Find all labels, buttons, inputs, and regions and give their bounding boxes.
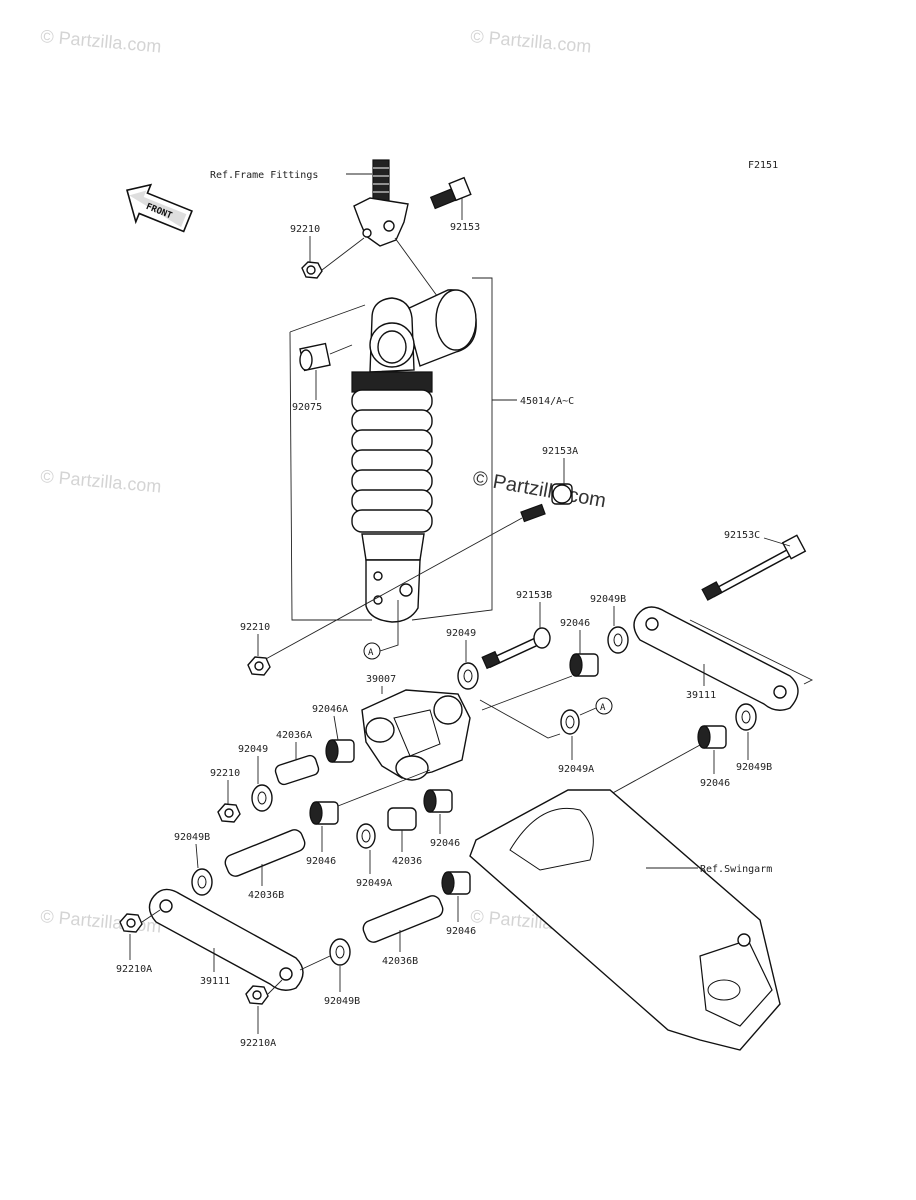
label-92210A-left: 92210A xyxy=(116,964,152,975)
collar-92075 xyxy=(299,342,331,372)
watermarks: © Partzilla.com © Partzilla.com © Partzi… xyxy=(40,26,608,936)
bolt-92153A xyxy=(520,483,573,523)
collar-42036A xyxy=(274,754,320,786)
label-92153B: 92153B xyxy=(516,590,552,601)
label-92046-low: 92046 xyxy=(446,926,476,937)
bolt-92153 xyxy=(429,176,472,210)
frame-mount-bracket xyxy=(353,159,409,247)
label-92153C: 92153C xyxy=(724,530,760,541)
label-92049B-low: 92049B xyxy=(324,996,360,1007)
label-42036A: 42036A xyxy=(276,730,312,741)
bolt-92153C xyxy=(701,534,807,601)
callout-a-right: A xyxy=(595,697,613,715)
label-92046-right: 92046 xyxy=(700,778,730,789)
nut-92210-left xyxy=(217,803,241,823)
washer-92049B-right xyxy=(735,703,757,731)
front-arrow-icon: FRONT xyxy=(126,183,193,233)
label-39111-left: 39111 xyxy=(200,976,230,987)
label-42036B-low: 42036B xyxy=(382,956,418,967)
collar-42036B-low xyxy=(362,895,444,943)
label-92046A: 92046A xyxy=(312,704,348,715)
nut-92210A-low xyxy=(245,985,269,1005)
label-ref-frame: Ref.Frame Fittings xyxy=(210,170,318,181)
label-92046-top: 92046 xyxy=(560,618,590,629)
label-42036B-left: 42036B xyxy=(248,890,284,901)
label-92075: 92075 xyxy=(292,402,322,413)
callout-a-label: A xyxy=(368,648,374,658)
washer-92049B-low xyxy=(329,938,351,966)
nut-92210A-left xyxy=(119,913,143,933)
label-92210A-low: 92210A xyxy=(240,1038,276,1049)
washer-92049B-right-top xyxy=(607,626,629,654)
tie-rod-39111-right xyxy=(633,606,799,711)
label-ref-swingarm: Ref.Swingarm xyxy=(700,864,772,875)
washer-92049A-mid xyxy=(356,823,376,849)
washer-92049B-left xyxy=(191,868,213,896)
label-92049B-left: 92049B xyxy=(174,832,210,843)
label-92049B-right: 92049B xyxy=(736,762,772,773)
label-92046-mid2: 92046 xyxy=(430,838,460,849)
label-39007: 39007 xyxy=(366,674,396,685)
washer-92049A-right xyxy=(560,709,580,735)
label-92210-top: 92210 xyxy=(290,224,320,235)
collar-42036 xyxy=(387,807,417,831)
label-92049A-right: 92049A xyxy=(558,764,594,775)
nut-92210-mid xyxy=(247,656,271,676)
label-92049B-top: 92049B xyxy=(590,594,626,605)
label-92153A: 92153A xyxy=(542,446,578,457)
watermark: © Partzilla.com xyxy=(40,26,163,56)
bearing-92046-low xyxy=(441,871,471,895)
collar-42036B-left xyxy=(224,829,306,877)
label-92049-left: 92049 xyxy=(238,744,268,755)
bearing-92046-mid2 xyxy=(423,789,453,813)
tie-rod-39111-left xyxy=(148,888,304,991)
watermark: © Partzilla.com xyxy=(40,466,163,496)
bearing-92046-top xyxy=(569,653,599,677)
bearing-92046A xyxy=(325,739,355,763)
rocker-arm-39007 xyxy=(361,689,471,781)
label-92153: 92153 xyxy=(450,222,480,233)
diagram-id: F2151 xyxy=(748,160,778,171)
bolt-92153B xyxy=(481,627,551,670)
label-42036: 42036 xyxy=(392,856,422,867)
watermark: © Partzilla.com xyxy=(470,26,593,56)
callout-a: A xyxy=(363,642,381,660)
callout-a-right-label: A xyxy=(600,703,606,713)
bearing-92046-mid xyxy=(309,801,339,825)
label-92049A-mid: 92049A xyxy=(356,878,392,889)
bearing-92046-right xyxy=(697,725,727,749)
label-45014: 45014/A~C xyxy=(520,396,574,407)
label-92046-mid: 92046 xyxy=(306,856,336,867)
washer-92049-top xyxy=(457,662,479,690)
label-92049-top: 92049 xyxy=(446,628,476,639)
label-92210-left: 92210 xyxy=(210,768,240,779)
swingarm xyxy=(469,789,781,1051)
washer-92049-left xyxy=(251,784,273,812)
label-92210-mid: 92210 xyxy=(240,622,270,633)
rear-shock-absorber xyxy=(351,289,477,623)
label-39111-right: 39111 xyxy=(686,690,716,701)
nut-92210-top xyxy=(301,261,323,279)
